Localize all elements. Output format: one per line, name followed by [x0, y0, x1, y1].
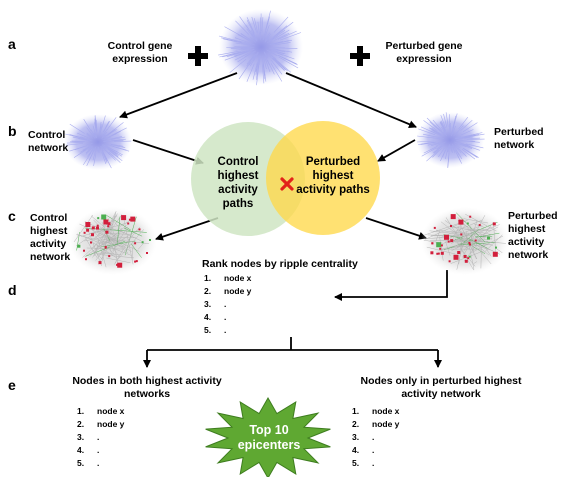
list-item: 1.node x — [77, 406, 125, 416]
only-perturbed-title: Nodes only in perturbed highest activity… — [360, 375, 522, 400]
list-item: 2.node y — [352, 419, 400, 429]
both-networks-list: 1.node x 2.node y 3.. 4.. 5.. — [77, 405, 124, 470]
list-item: 2.node y — [204, 286, 252, 296]
arrow-to-perturbed-network — [285, 72, 417, 129]
list-item: 2.node y — [77, 419, 125, 429]
panel-label-e: e — [8, 377, 16, 393]
gene-expression-network-icon — [218, 9, 303, 86]
perturbed-paths-label: Perturbed highest activity paths — [296, 156, 370, 196]
rank-title: Rank nodes by ripple centrality — [202, 258, 358, 270]
rank-list: 1.node x 2.node y 3.. 4.. 5.. — [204, 272, 251, 337]
list-item: 5.. — [204, 325, 227, 335]
arrow-venn-to-perturbed-hub — [365, 217, 427, 240]
list-item: 3.. — [204, 299, 227, 309]
list-item: 5.. — [77, 458, 100, 468]
list-item: 4.. — [204, 312, 227, 322]
control-network-icon — [64, 114, 132, 170]
arrow-venn-to-control-hub — [155, 217, 219, 241]
control-highest-activity-network-label: Control highest activity network — [30, 212, 71, 263]
plus-icon — [350, 46, 370, 66]
list-item: 5.. — [352, 458, 375, 468]
control-highest-activity-network-icon — [69, 207, 157, 275]
list-item: 3.. — [352, 432, 375, 442]
cross-icon — [280, 177, 294, 191]
list-item: 4.. — [352, 445, 375, 455]
control-paths-label: Control highest activity paths — [217, 156, 259, 210]
list-item: 4.. — [77, 445, 100, 455]
perturbed-network-label: Perturbed network — [494, 126, 544, 151]
perturbed-network-icon — [416, 112, 485, 169]
list-item: 3.. — [77, 432, 100, 442]
arrow-perturbed-to-venn — [377, 139, 416, 162]
both-networks-title: Nodes in both highest activity networks — [72, 375, 222, 400]
panel-label-a: a — [8, 36, 16, 52]
venn-circle-perturbed — [266, 121, 380, 235]
arrow-perturbed-hub-to-rank — [334, 270, 448, 301]
plus-icon — [188, 46, 208, 66]
control-gene-expression-label: Control gene expression — [107, 40, 173, 65]
control-network-label: Control network — [28, 129, 69, 154]
arrow-to-control-network — [119, 72, 238, 119]
top-epicenters-star — [205, 396, 331, 477]
list-item: 1.node x — [204, 273, 252, 283]
panel-label-c: c — [8, 208, 16, 224]
only-perturbed-list: 1.node x 2.node y 3.. 4.. 5.. — [352, 405, 399, 470]
top-epicenters-label: Top 10 epicenters — [237, 423, 301, 452]
perturbed-highest-activity-network-label: Perturbed highest activity network — [508, 210, 558, 261]
panel-label-d: d — [8, 282, 17, 298]
list-item: 1.node x — [352, 406, 400, 416]
perturbed-gene-expression-label: Perturbed gene expression — [385, 40, 463, 65]
panel-label-b: b — [8, 123, 17, 139]
perturbed-highest-activity-network-icon — [421, 207, 509, 275]
arrow-control-to-venn — [132, 139, 204, 165]
